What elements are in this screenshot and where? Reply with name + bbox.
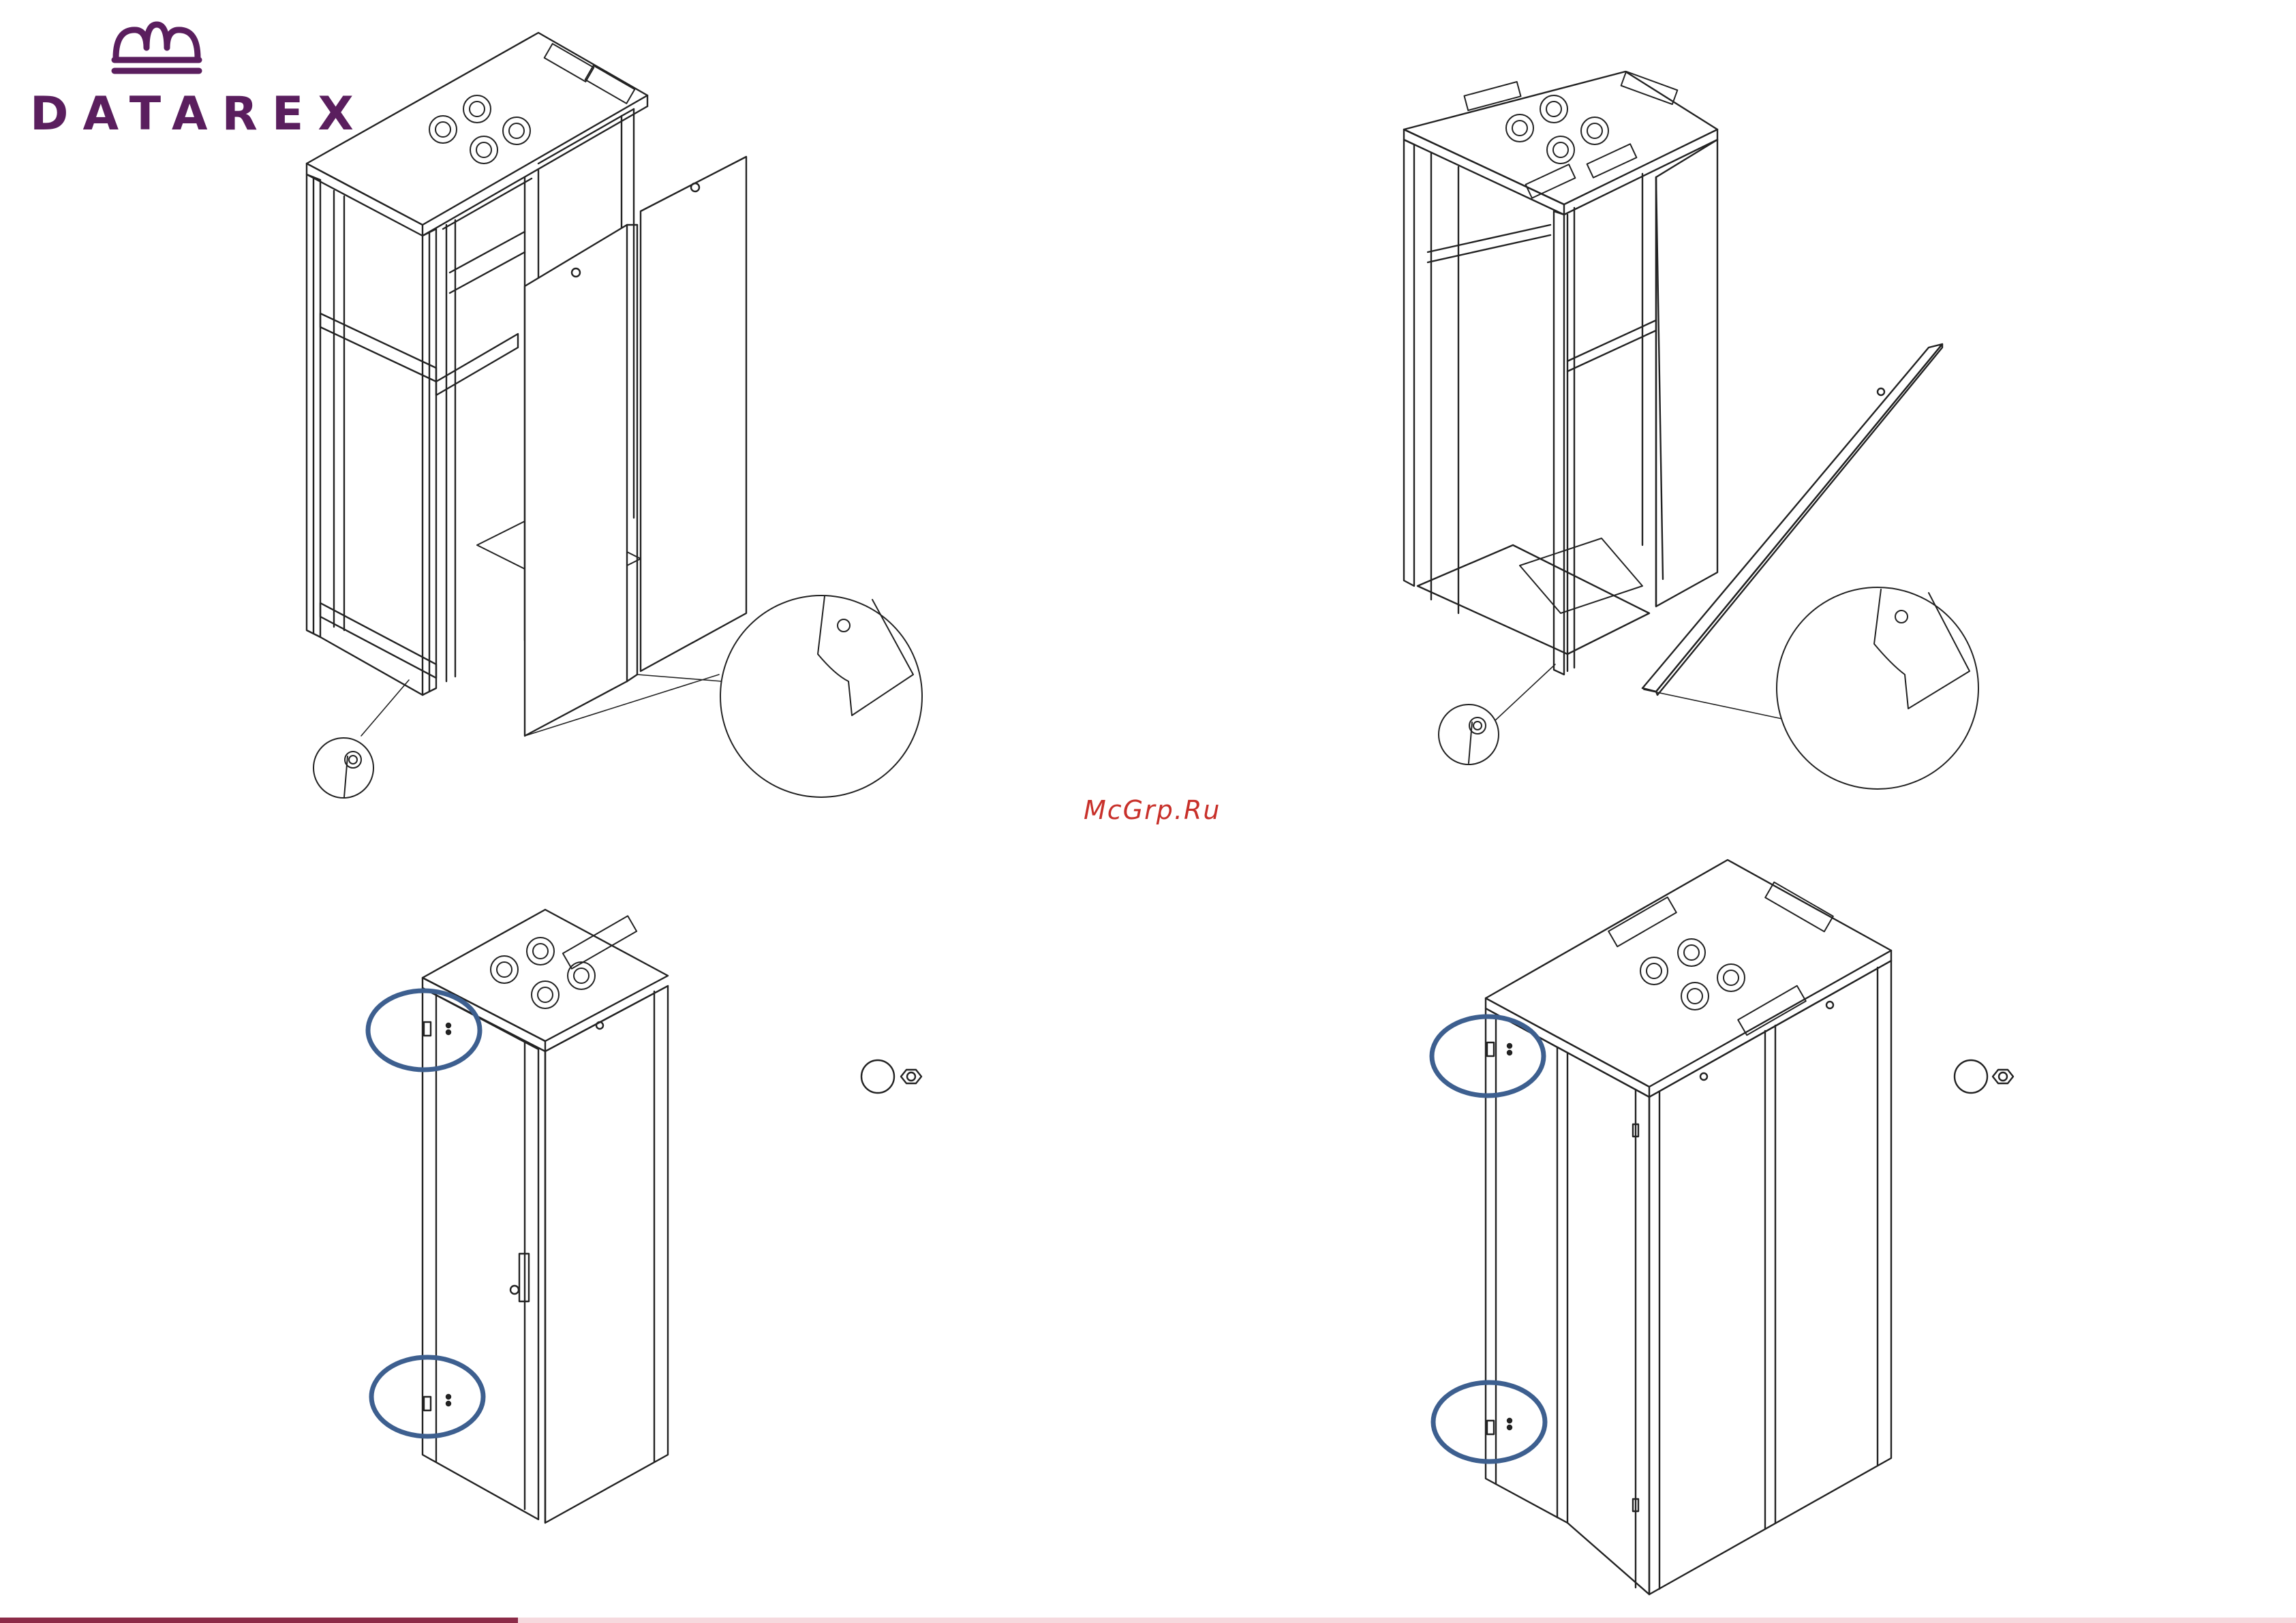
nut-symbol-icon: [861, 1060, 921, 1093]
figure-rack-tilted-panel: [1404, 72, 1978, 789]
figure-rack-side-panels: [307, 33, 922, 798]
hinge-highlight-bottom: [1433, 1382, 1545, 1462]
fan-holes: [1506, 95, 1608, 164]
crown-logo-icon: [109, 20, 204, 75]
brand-logo: DATAREX: [30, 87, 368, 141]
detail-hinge-pin: [1439, 705, 1499, 764]
watermark: McGrp.Ru: [1084, 795, 1221, 825]
side-panel-front: [525, 225, 627, 736]
fan-holes: [1640, 939, 1745, 1010]
fan-holes: [491, 938, 595, 1008]
figure-rack-double-door: [1432, 860, 2013, 1594]
footer-bar-accent: [0, 1618, 518, 1623]
nut-symbol-icon: [1955, 1060, 2013, 1093]
fan-holes: [429, 95, 530, 164]
detail-hinge-pin: [313, 738, 373, 798]
detail-panel-hook: [1777, 587, 1978, 789]
detail-panel-hook: [720, 596, 922, 797]
side-panel-rear: [641, 157, 746, 671]
figure-rack-front-door: [368, 910, 921, 1523]
